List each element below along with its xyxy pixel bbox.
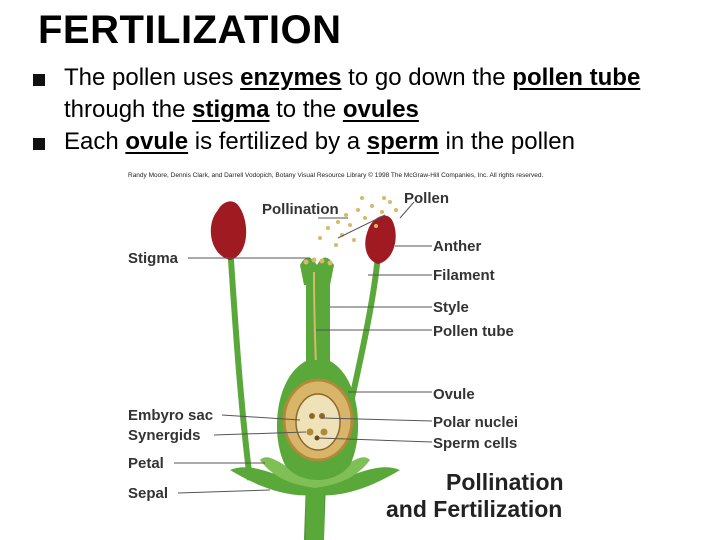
- term-enzymes: enzymes: [240, 64, 341, 91]
- bullet-list: The pollen uses enzymes to go down the p…: [30, 62, 710, 158]
- term-stigma: stigma: [192, 96, 269, 123]
- flower-diagram: Pollination Pollen Stigma Anther Filamen…: [110, 180, 610, 540]
- left-anther: [211, 201, 246, 260]
- synergid: [307, 429, 314, 436]
- label-sperm-cells: Sperm cells: [433, 435, 517, 452]
- bullet-text: Each: [64, 128, 125, 155]
- embryo-sac: [296, 394, 340, 450]
- bullet-text: through the: [64, 96, 192, 123]
- bullet-text: is fertilized by a: [188, 128, 367, 155]
- label-synergids: Synergids: [128, 427, 201, 444]
- synergid: [321, 429, 328, 436]
- label-filament: Filament: [433, 267, 495, 284]
- figure-credit: Randy Moore, Dennis Clark, and Darrell V…: [128, 172, 543, 179]
- label-pollination: Pollination: [262, 201, 339, 218]
- term-ovule: ovule: [125, 128, 188, 155]
- left-filament-stem: [230, 245, 250, 480]
- slide-title: FERTILIZATION: [38, 8, 342, 53]
- sperm-cell: [315, 436, 320, 441]
- label-sepal: Sepal: [128, 485, 168, 502]
- bullet-square-icon: [33, 74, 45, 86]
- bullet-text: The pollen uses: [64, 64, 240, 91]
- bullet-item-1: The pollen uses enzymes to go down the p…: [30, 62, 710, 126]
- caption-line-1: Pollination: [446, 469, 564, 495]
- caption-line-2: and Fertilization: [386, 496, 562, 522]
- label-pollen: Pollen: [404, 190, 449, 207]
- label-ovule: Ovule: [433, 386, 475, 403]
- label-pollen-tube: Pollen tube: [433, 323, 514, 340]
- label-anther: Anther: [433, 238, 481, 255]
- style: [306, 280, 330, 370]
- label-polar-nuclei: Polar nuclei: [433, 414, 518, 431]
- label-style: Style: [433, 299, 469, 316]
- bullet-text: to the: [269, 96, 342, 123]
- bullet-square-icon: [33, 138, 45, 150]
- bullet-item-2: Each ovule is fertilized by a sperm in t…: [30, 126, 710, 158]
- polar-nucleus: [309, 413, 315, 419]
- bullet-text: to go down the: [342, 64, 513, 91]
- term-sperm: sperm: [367, 128, 439, 155]
- label-stigma: Stigma: [128, 250, 179, 267]
- label-embryo-sac: Embyro sac: [128, 407, 213, 424]
- term-pollen-tube: pollen tube: [512, 64, 640, 91]
- bullet-text: in the pollen: [439, 128, 575, 155]
- label-petal: Petal: [128, 455, 164, 472]
- term-ovules: ovules: [343, 96, 419, 123]
